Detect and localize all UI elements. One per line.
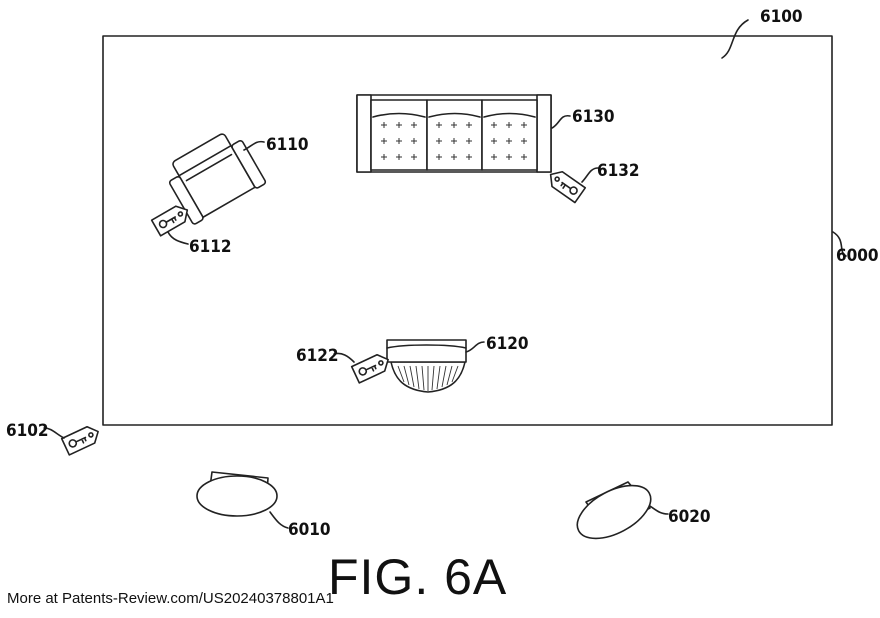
outside-tag-leader — [43, 427, 65, 439]
ottoman — [386, 339, 467, 393]
ottoman-leader — [465, 341, 485, 353]
device-right-leader — [649, 505, 669, 515]
ref-outside-tag: 6102 — [6, 421, 49, 441]
room-outline — [102, 35, 833, 426]
armchair — [168, 133, 267, 225]
sofa-leader — [551, 114, 571, 129]
source-footer[interactable]: More at Patents-Review.com/US20240378801… — [7, 590, 334, 607]
ref-ottoman: 6120 — [486, 334, 529, 354]
sofa-tag-icon — [549, 170, 587, 204]
ref-sofa: 6130 — [572, 107, 615, 127]
device-left — [196, 471, 278, 517]
boundary-leader — [832, 231, 847, 257]
ref-chair-tag: 6112 — [189, 237, 232, 257]
ottoman-tag-icon — [350, 353, 389, 384]
chair-leader — [243, 140, 265, 151]
ref-room: 6100 — [760, 7, 803, 27]
sofa-tag-leader — [581, 167, 599, 183]
figure-label: FIG. 6A — [328, 549, 508, 605]
device-left-leader — [269, 511, 289, 529]
sofa-tufting — [381, 122, 527, 160]
ref-room-boundary: 6000 — [836, 246, 879, 266]
room-leader — [721, 19, 749, 59]
outside-tag-icon — [60, 425, 99, 456]
chair-tag-icon — [150, 205, 189, 237]
ref-device-right: 6020 — [668, 507, 711, 527]
ref-device-left: 6010 — [288, 520, 331, 540]
chair-tag-leader — [167, 231, 189, 245]
sofa — [356, 94, 552, 173]
ottoman-tag-leader — [333, 352, 355, 363]
ref-ottoman-tag: 6122 — [296, 346, 339, 366]
ref-sofa-tag: 6132 — [597, 161, 640, 181]
ref-chair: 6110 — [266, 135, 309, 155]
device-right — [576, 481, 652, 540]
